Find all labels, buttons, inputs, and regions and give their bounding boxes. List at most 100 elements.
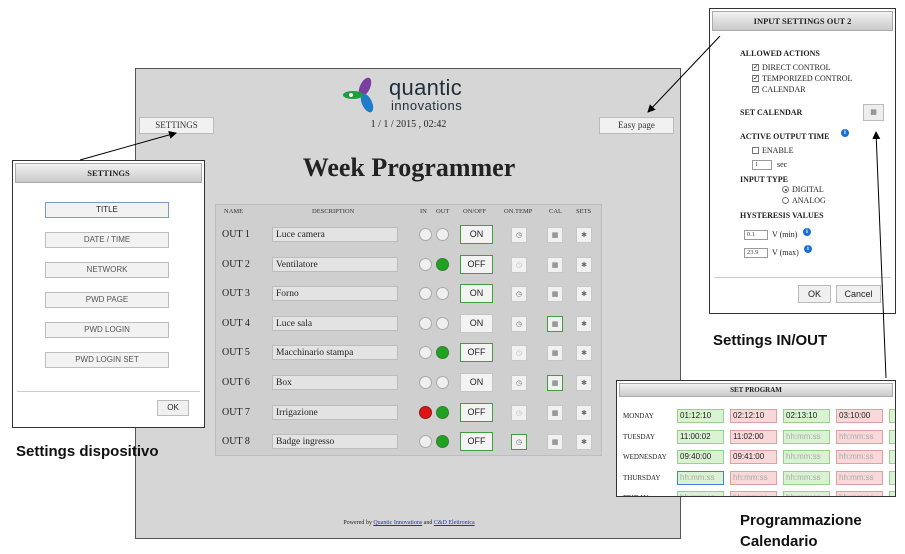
onoff-button[interactable]: OFF xyxy=(460,254,493,274)
info-icon[interactable]: i xyxy=(841,129,849,137)
onoff-button[interactable]: OFF xyxy=(460,402,493,422)
gear-icon[interactable]: ✱ xyxy=(576,375,592,391)
output-led-icon xyxy=(436,287,449,301)
time-input[interactable] xyxy=(889,409,895,423)
calendar-icon[interactable]: ▦ xyxy=(547,404,563,421)
timer-icon[interactable]: ◷ xyxy=(511,256,527,273)
calendar-icon[interactable]: ▦ xyxy=(547,345,563,362)
v-min-input[interactable]: 0.1 xyxy=(744,230,768,240)
time-input[interactable]: 02:12:10 xyxy=(730,409,777,423)
calendar-icon[interactable]: ▦ xyxy=(547,227,563,243)
calendar-icon[interactable]: ▦ xyxy=(547,375,563,391)
analog-label: ANALOG xyxy=(792,196,826,205)
time-input[interactable]: hh:mm:ss xyxy=(730,470,777,485)
onoff-button[interactable]: ON xyxy=(460,225,493,244)
time-input[interactable]: 11:02:00 xyxy=(730,429,777,444)
date-time-button[interactable]: DATE / TIME xyxy=(45,232,169,248)
info-icon[interactable]: i xyxy=(803,228,811,236)
settings-button[interactable]: SETTINGS xyxy=(139,117,214,134)
calendar-icon[interactable]: ▦ xyxy=(547,256,563,273)
time-input[interactable] xyxy=(889,450,895,464)
onoff-button[interactable]: OFF xyxy=(460,432,493,452)
output-description[interactable]: Forno xyxy=(272,286,398,302)
onoff-button[interactable]: ON xyxy=(460,373,493,392)
seconds-input[interactable]: 1 xyxy=(752,160,772,170)
gear-icon[interactable]: ✱ xyxy=(576,256,592,273)
ok-button[interactable]: OK xyxy=(798,285,831,303)
output-description[interactable]: Badge ingresso xyxy=(272,434,398,450)
onoff-button[interactable]: ON xyxy=(460,313,493,333)
time-input[interactable]: hh:mm:ss xyxy=(836,450,883,464)
time-input[interactable] xyxy=(889,470,895,485)
output-description[interactable]: Irrigazione xyxy=(272,404,398,420)
timer-icon[interactable]: ◷ xyxy=(511,375,527,391)
output-description[interactable]: Ventilatore xyxy=(272,256,398,272)
time-input[interactable]: 09:41:00 xyxy=(730,450,777,464)
time-input[interactable]: 02:13:10 xyxy=(783,409,830,423)
timer-icon[interactable]: ◷ xyxy=(511,434,527,451)
v-max-input[interactable]: 23.9 xyxy=(744,248,768,258)
direct-control-checkbox[interactable]: ✓ xyxy=(752,63,759,71)
output-description[interactable]: Macchinario stampa xyxy=(272,345,398,361)
pwd-login-set-button[interactable]: PWD LOGIN SET xyxy=(45,352,169,368)
time-input[interactable] xyxy=(889,491,895,496)
info-icon[interactable]: i xyxy=(804,245,812,253)
easy-page-button[interactable]: Easy page xyxy=(599,117,674,134)
time-input[interactable]: hh:mm:ss xyxy=(836,470,883,485)
temporized-control-checkbox[interactable]: ✓ xyxy=(752,74,759,82)
time-input[interactable]: hh:mm:ss xyxy=(783,429,830,444)
gear-icon[interactable]: ✱ xyxy=(576,315,592,332)
time-input[interactable]: hh:mm:ss xyxy=(783,470,830,485)
input-type-label: INPUT TYPE xyxy=(740,175,788,184)
time-input[interactable]: hh:mm:ss xyxy=(783,491,830,496)
time-input[interactable]: hh:mm:ss xyxy=(730,491,777,496)
output-description[interactable]: Luce camera xyxy=(272,227,398,242)
time-input[interactable]: 01:12:10 xyxy=(677,409,724,423)
output-description[interactable]: Box xyxy=(272,375,398,390)
cancel-button[interactable]: Cancel xyxy=(836,285,881,303)
onoff-button[interactable]: OFF xyxy=(460,343,493,363)
title-button[interactable]: TITLE xyxy=(45,202,169,218)
digital-radio[interactable] xyxy=(782,186,789,193)
timer-icon[interactable]: ◷ xyxy=(511,286,527,303)
divider xyxy=(17,391,200,392)
time-input[interactable]: 03:10:00 xyxy=(836,409,883,423)
input-led-icon xyxy=(419,376,432,389)
time-input[interactable]: hh:mm:ss xyxy=(836,429,883,444)
quantic-link[interactable]: Quantic Innovations xyxy=(373,520,423,526)
gear-icon[interactable]: ✱ xyxy=(576,404,592,421)
caption-line-2: Calendario xyxy=(740,533,818,550)
enable-checkbox[interactable] xyxy=(752,147,759,154)
analog-radio[interactable] xyxy=(782,197,789,204)
time-input[interactable]: 11:00:02 xyxy=(677,429,724,444)
time-input[interactable]: 09:40:00 xyxy=(677,450,724,464)
cd-elettronica-link[interactable]: C&D Elettronica xyxy=(433,520,475,526)
timer-icon[interactable]: ◷ xyxy=(511,404,527,421)
ok-button[interactable]: OK xyxy=(157,400,189,416)
onoff-button[interactable]: ON xyxy=(460,284,493,304)
time-input[interactable]: hh:mm:ss xyxy=(783,450,830,464)
time-input[interactable] xyxy=(889,429,895,444)
calendar-icon[interactable]: ▦ xyxy=(863,104,884,121)
calendar-icon[interactable]: ▦ xyxy=(547,434,563,451)
pwd-login-button[interactable]: PWD LOGIN xyxy=(45,322,169,338)
timer-icon[interactable]: ◷ xyxy=(511,227,527,243)
pwd-page-button[interactable]: PWD PAGE xyxy=(45,292,169,308)
gear-icon[interactable]: ✱ xyxy=(576,345,592,362)
calendar-icon[interactable]: ▦ xyxy=(547,286,563,303)
timer-icon[interactable]: ◷ xyxy=(511,315,527,332)
calendar-label: CALENDAR xyxy=(762,85,806,94)
gear-icon[interactable]: ✱ xyxy=(576,227,592,243)
time-input[interactable]: hh:mm:ss xyxy=(677,491,724,496)
time-input[interactable]: hh:mm:ss xyxy=(677,470,724,485)
gear-icon[interactable]: ✱ xyxy=(576,286,592,303)
calendar-icon[interactable]: ▦ xyxy=(547,315,563,332)
calendar-checkbox[interactable]: ✓ xyxy=(752,85,759,93)
output-description[interactable]: Luce sala xyxy=(272,315,398,331)
logo-icon xyxy=(343,77,374,113)
time-input[interactable]: hh:mm:ss xyxy=(836,491,883,496)
network-button[interactable]: NETWORK xyxy=(45,262,169,278)
gear-icon[interactable]: ✱ xyxy=(576,434,592,451)
timer-icon[interactable]: ◷ xyxy=(511,345,527,362)
